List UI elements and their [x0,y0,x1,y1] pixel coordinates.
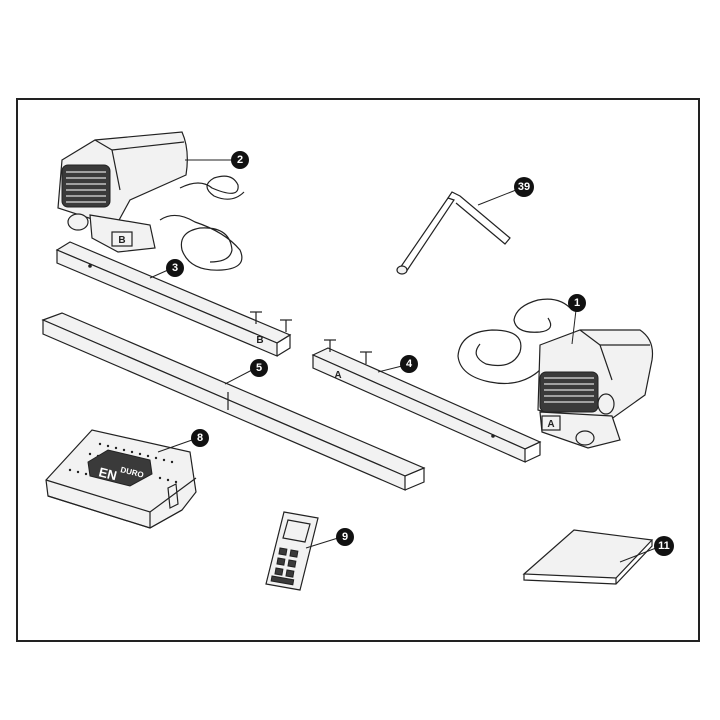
svg-text:39: 39 [518,181,530,193]
svg-text:2: 2 [237,154,243,166]
control-box: EN DURO [45,429,197,529]
rail-b: B [55,241,292,357]
manual-booklet [522,529,654,585]
motor-unit-right: A [457,298,654,449]
svg-text:5: 5 [256,362,262,374]
callout-1: 1 [568,294,586,312]
callout-9: 9 [336,528,354,546]
callout-5: 5 [250,359,268,377]
motor-unit-left: B [57,131,245,271]
svg-text:8: 8 [197,432,203,444]
svg-text:1: 1 [574,297,580,309]
leader-lines [149,159,657,563]
rail-a: A [311,339,542,463]
cross-tube [41,312,426,491]
motor-right-stamp: A [547,419,554,430]
callout-4: 4 [400,355,418,373]
callout-8: 8 [191,429,209,447]
rail-b-stamp: B [256,335,263,346]
diagram-frame [16,98,700,642]
callout-39: 39 [514,177,534,197]
callout-3: 3 [166,259,184,277]
svg-text:3: 3 [172,262,178,274]
remote-control [265,511,319,591]
svg-text:9: 9 [342,531,348,543]
svg-text:4: 4 [406,358,413,370]
crank-handle [396,191,511,275]
motor-left-stamp: B [118,235,125,246]
svg-text:11: 11 [658,540,670,552]
control-box-brand-prefix: EN [97,464,118,483]
callout-2: 2 [231,151,249,169]
rail-a-stamp: A [334,370,341,381]
callout-11: 11 [654,536,674,556]
